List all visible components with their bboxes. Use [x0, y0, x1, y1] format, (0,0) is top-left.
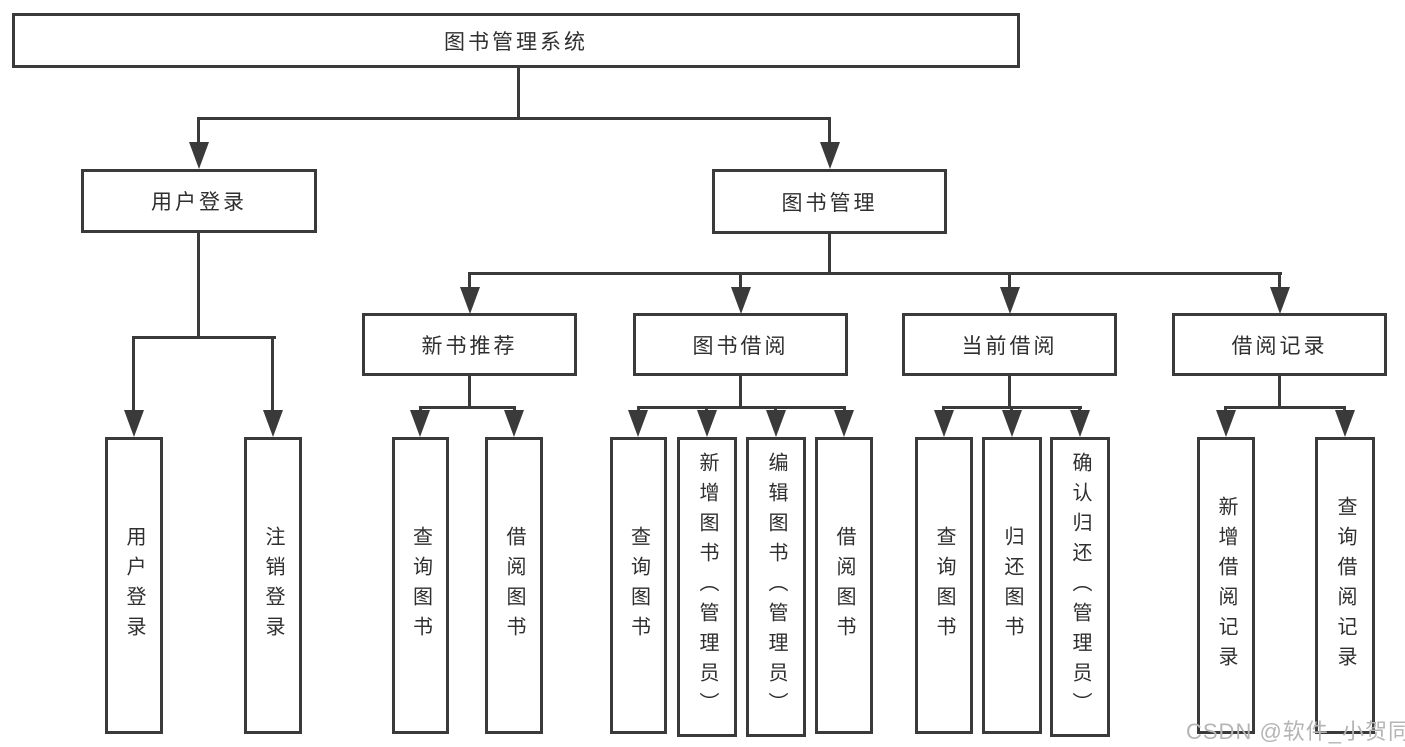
arrow-down-icon: [731, 287, 751, 314]
connector-vline: [739, 376, 742, 409]
arrow-down-icon: [1000, 287, 1020, 314]
arrow-down-icon: [263, 410, 283, 437]
connector-vline: [132, 336, 135, 412]
connector-vline: [739, 272, 742, 290]
leaf-borrow-books: 借阅图书: [815, 437, 873, 734]
leaf-edit-book-admin: 编辑图书（管理员）: [746, 437, 806, 737]
leaf-logout: 注销登录: [244, 437, 302, 734]
arrow-down-icon: [834, 410, 854, 437]
leaf-label: 注销登录: [262, 525, 284, 646]
node-library-management-system: 图书管理系统: [12, 13, 1020, 68]
leaf-label: 查询图书: [933, 525, 955, 646]
leaf-confirm-return-admin: 确认归还（管理员）: [1050, 437, 1110, 737]
leaf-query-books-borrow: 查询图书: [610, 437, 667, 734]
arrow-down-icon: [1270, 287, 1290, 314]
node-label: 新书推荐: [421, 334, 518, 358]
leaf-query-books-current: 查询图书: [915, 437, 973, 734]
arrow-down-icon: [410, 410, 430, 437]
connector-vline: [468, 376, 471, 409]
connector-hline: [1224, 406, 1346, 409]
arrow-down-icon: [820, 142, 840, 169]
node-new-book-recommend: 新书推荐: [362, 313, 577, 376]
arrow-down-icon: [460, 287, 480, 314]
arrow-down-icon: [189, 142, 209, 169]
node-label: 借阅记录: [1231, 334, 1328, 358]
connector-vline: [1008, 272, 1011, 290]
leaf-return-book: 归还图书: [982, 437, 1042, 734]
connector-hline: [637, 406, 846, 409]
leaf-label: 新增借阅记录: [1215, 495, 1237, 676]
leaf-borrow-books-recommend: 借阅图书: [485, 437, 543, 734]
leaf-add-book-admin: 新增图书（管理员）: [677, 437, 737, 737]
arrow-down-icon: [1335, 410, 1355, 437]
arrow-down-icon: [1070, 410, 1090, 437]
node-book-management: 图书管理: [712, 169, 947, 234]
node-label: 当前借阅: [961, 334, 1058, 358]
leaf-add-borrow-record: 新增借阅记录: [1197, 437, 1255, 734]
connector-hline: [419, 406, 516, 409]
connector-vline: [1008, 376, 1011, 409]
arrow-down-icon: [766, 410, 786, 437]
node-label: 图书借阅: [692, 334, 789, 358]
leaf-label: 查询借阅记录: [1334, 495, 1356, 676]
leaf-label: 借阅图书: [503, 525, 525, 646]
arrow-down-icon: [1216, 410, 1236, 437]
leaf-label: 归还图书: [1001, 525, 1023, 646]
arrow-down-icon: [697, 410, 717, 437]
watermark: CSDN @软件_小贺同学: [1186, 719, 1405, 744]
connector-vline: [1278, 272, 1281, 290]
connector-vline: [468, 272, 471, 290]
node-label: 用户登录: [151, 191, 247, 214]
leaf-query-books-recommend: 查询图书: [392, 437, 449, 734]
arrow-down-icon: [628, 410, 648, 437]
connector-vline: [1278, 376, 1281, 409]
connector-hline: [132, 336, 276, 339]
leaf-label: 查询图书: [409, 525, 432, 646]
leaf-label: 查询图书: [627, 525, 650, 646]
node-current-borrow: 当前借阅: [902, 313, 1117, 376]
node-user-login: 用户登录: [81, 169, 317, 233]
connector-vline: [197, 233, 200, 339]
leaf-label: 借阅图书: [833, 525, 855, 646]
leaf-user-login: 用户登录: [105, 437, 163, 734]
node-label: 图书管理: [781, 191, 878, 215]
connector-vline: [271, 336, 274, 412]
leaf-label: 新增图书（管理员）: [696, 452, 718, 722]
leaf-label: 确认归还（管理员）: [1069, 452, 1091, 722]
node-label: 图书管理系统: [444, 30, 588, 54]
connector-vline: [828, 117, 831, 145]
leaf-query-borrow-record: 查询借阅记录: [1315, 437, 1375, 734]
connector-hline: [197, 117, 831, 120]
connector-hline: [468, 272, 1282, 275]
node-book-borrow: 图书借阅: [633, 313, 848, 376]
arrow-down-icon: [1002, 410, 1022, 437]
arrow-down-icon: [124, 410, 144, 437]
arrow-down-icon: [934, 410, 954, 437]
connector-vline: [517, 68, 520, 120]
leaf-label: 用户登录: [123, 525, 145, 646]
leaf-label: 编辑图书（管理员）: [765, 452, 787, 722]
connector-vline: [828, 234, 831, 275]
arrow-down-icon: [504, 410, 524, 437]
connector-vline: [197, 117, 200, 145]
node-borrow-records: 借阅记录: [1172, 313, 1387, 376]
